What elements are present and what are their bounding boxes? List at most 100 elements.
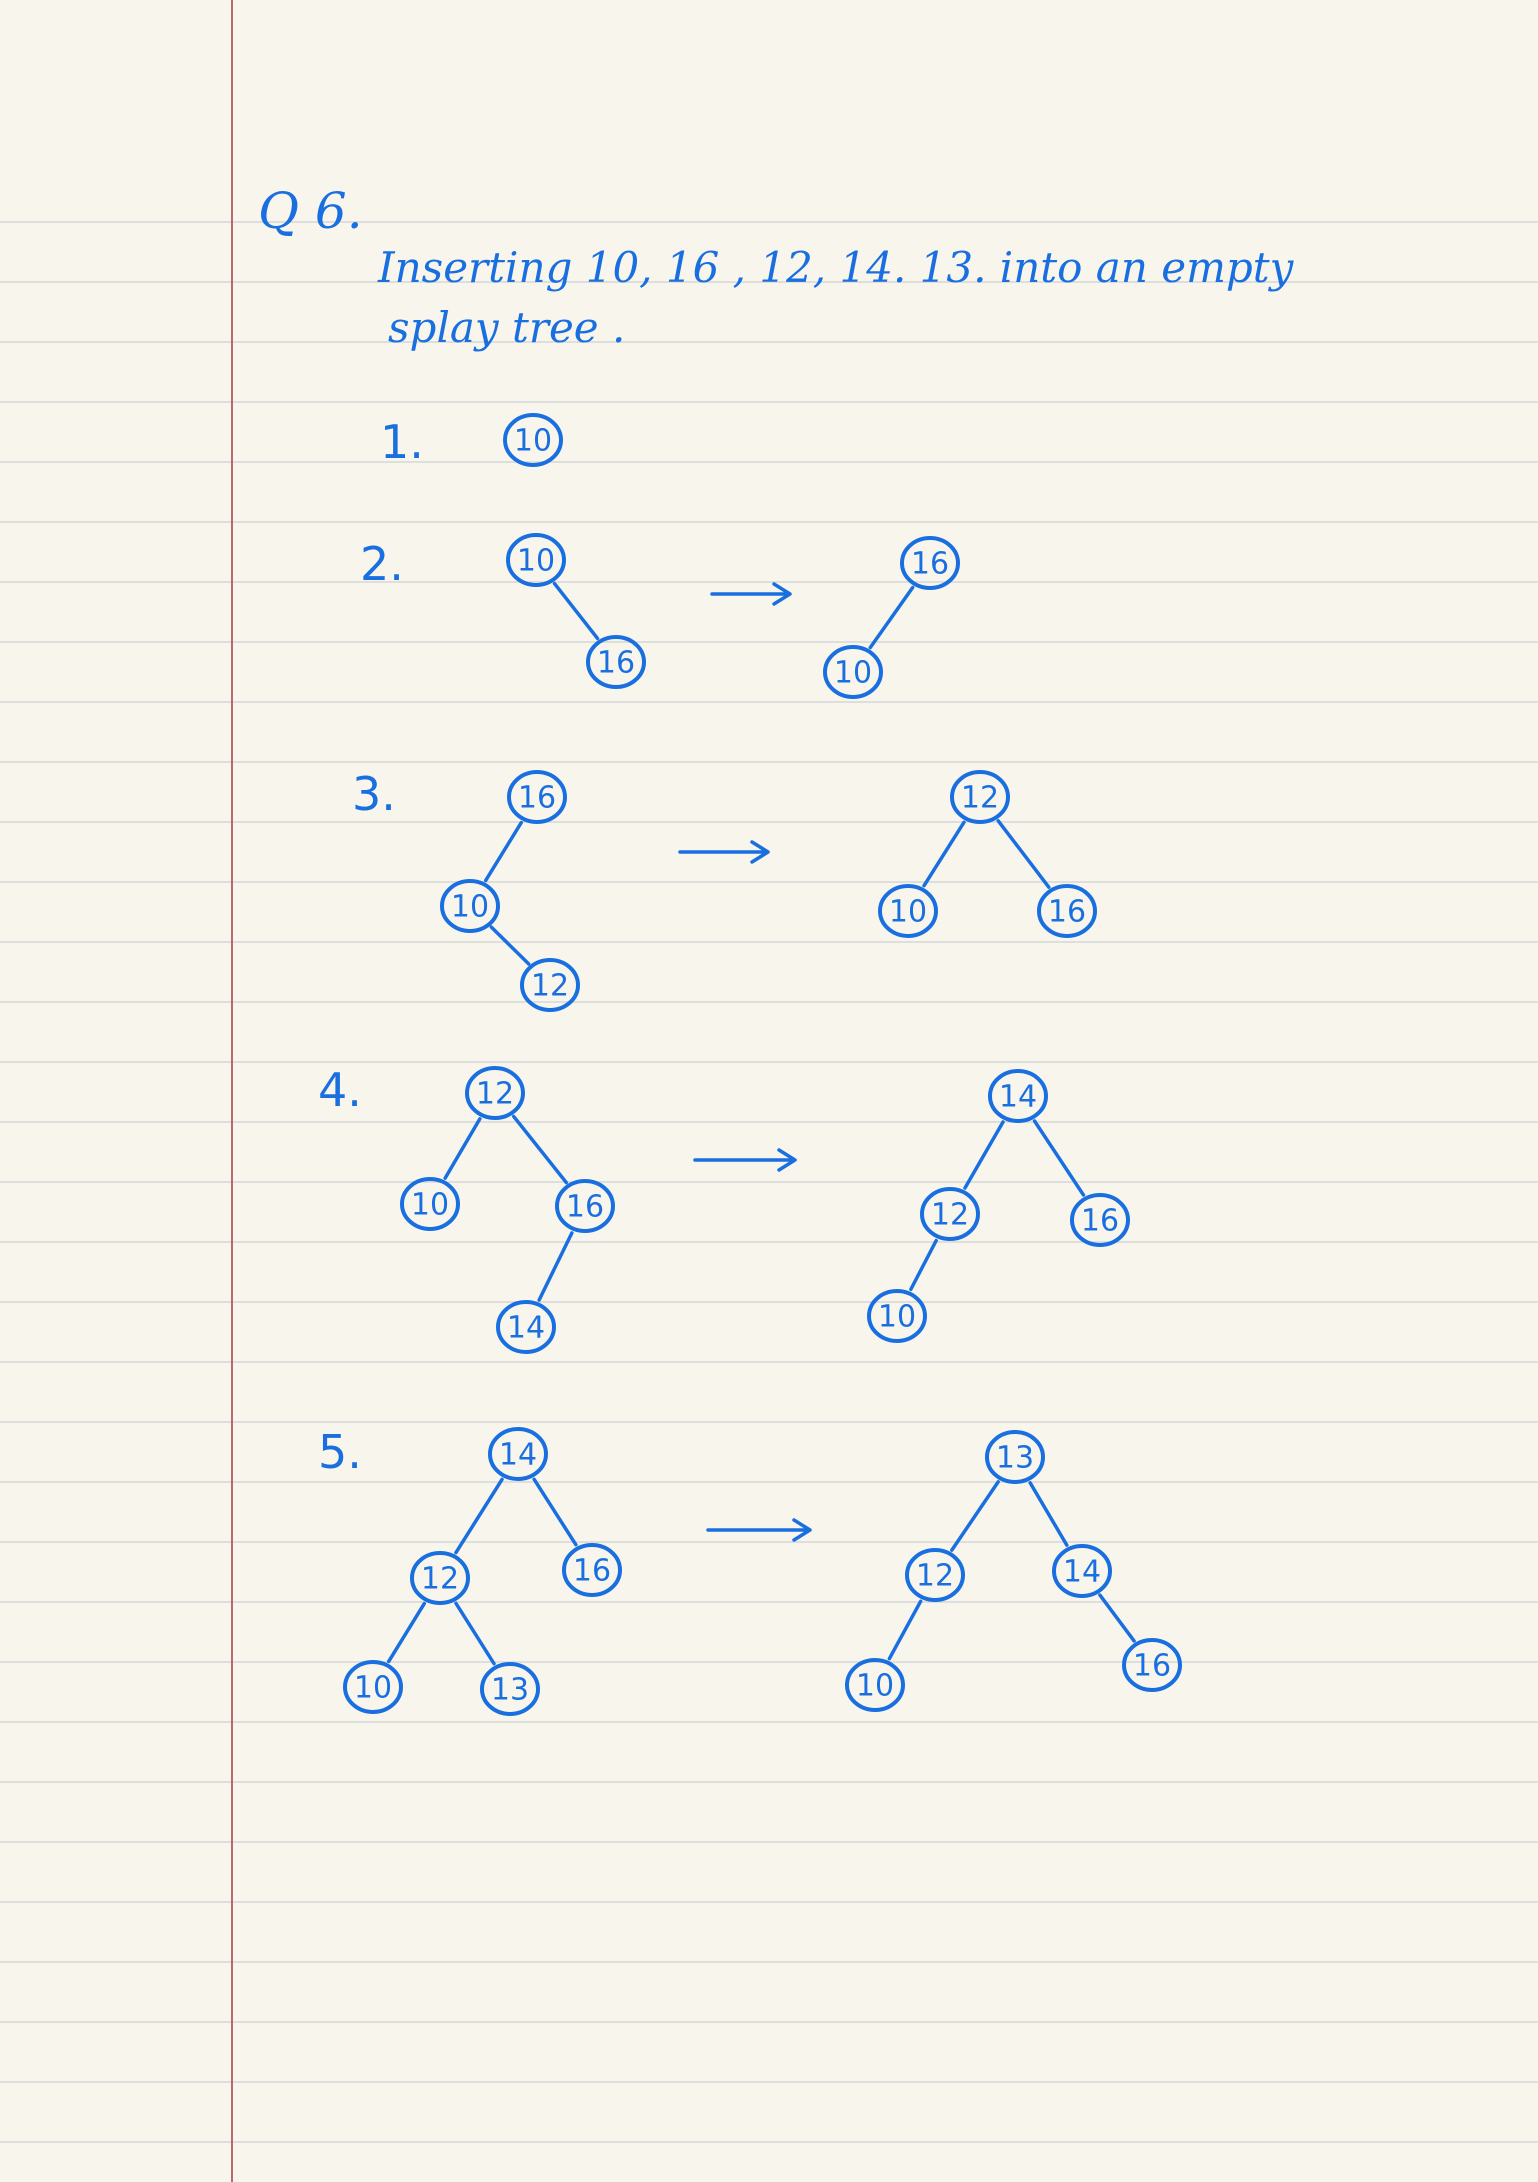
tree-node: 12 bbox=[950, 770, 1010, 824]
tree-edge bbox=[489, 925, 531, 966]
node-value: 14 bbox=[499, 1438, 537, 1473]
tree-node: 14 bbox=[496, 1300, 556, 1354]
node-value: 10 bbox=[834, 656, 872, 691]
node-value: 16 bbox=[911, 547, 949, 582]
node-value: 12 bbox=[421, 1562, 459, 1597]
node-value: 12 bbox=[531, 969, 569, 1004]
tree-node: 16 bbox=[507, 770, 567, 824]
node-value: 13 bbox=[996, 1441, 1034, 1476]
tree-node: 13 bbox=[985, 1430, 1045, 1484]
step-label: 4. bbox=[318, 1063, 362, 1117]
prompt-line-1: Inserting 10, 16 , 12, 14. 13. into an e… bbox=[377, 243, 1295, 292]
step-label: 5. bbox=[318, 1425, 362, 1479]
tree-node: 10 bbox=[343, 1660, 403, 1714]
node-value: 10 bbox=[411, 1188, 449, 1223]
tree-node: 10 bbox=[867, 1289, 927, 1343]
node-circle bbox=[520, 958, 580, 1012]
tree-node: 16 bbox=[555, 1179, 615, 1233]
tree-edge bbox=[532, 1477, 578, 1547]
node-circle bbox=[488, 1427, 548, 1481]
step-1: 1.10 bbox=[380, 413, 563, 469]
tree-edge bbox=[454, 1477, 504, 1555]
tree-node: 16 bbox=[1070, 1193, 1130, 1247]
node-circle bbox=[988, 1069, 1048, 1123]
before-tree: 10 16 bbox=[506, 533, 646, 689]
tree-edge bbox=[537, 1231, 574, 1302]
ruled-lines bbox=[0, 221, 1538, 2143]
node-circle bbox=[985, 1430, 1045, 1484]
step-label: 1. bbox=[380, 415, 424, 469]
node-value: 16 bbox=[518, 781, 556, 816]
node-value: 10 bbox=[889, 895, 927, 930]
after-tree: 12 10 16 bbox=[878, 770, 1097, 938]
tree-node: 10 bbox=[506, 533, 566, 587]
node-value: 12 bbox=[916, 1559, 954, 1594]
tree-node: 12 bbox=[465, 1066, 525, 1120]
node-value: 13 bbox=[491, 1673, 529, 1708]
tree-edge bbox=[552, 581, 600, 641]
node-circle bbox=[845, 1658, 905, 1712]
before-tree: 14 12 16 10 13 bbox=[343, 1427, 622, 1716]
node-circle bbox=[586, 635, 646, 689]
node-circle bbox=[503, 413, 563, 467]
node-circle bbox=[1070, 1193, 1130, 1247]
tree-edge bbox=[443, 1117, 482, 1180]
node-value: 16 bbox=[1133, 1649, 1171, 1684]
tree-node: 12 bbox=[905, 1548, 965, 1602]
node-circle bbox=[1122, 1638, 1182, 1692]
tree-edge bbox=[950, 1480, 1000, 1552]
before-tree: 16 10 12 bbox=[440, 770, 580, 1012]
tree-node: 14 bbox=[1052, 1544, 1112, 1598]
prompt-line-2: splay tree . bbox=[388, 303, 625, 352]
after-tree: 13 12 14 10 16 bbox=[845, 1430, 1182, 1712]
node-value: 10 bbox=[354, 1671, 392, 1706]
after-tree: 14 12 16 10 bbox=[867, 1069, 1130, 1343]
tree-node: 14 bbox=[488, 1427, 548, 1481]
node-circle bbox=[823, 645, 883, 699]
node-value: 10 bbox=[878, 1300, 916, 1335]
tree-edge bbox=[887, 1599, 923, 1661]
node-value: 12 bbox=[931, 1198, 969, 1233]
node-value: 14 bbox=[999, 1080, 1037, 1115]
tree-node: 10 bbox=[845, 1658, 905, 1712]
question-heading: Q 6. bbox=[258, 182, 363, 240]
tree-edge bbox=[909, 1238, 938, 1292]
node-value: 10 bbox=[517, 544, 555, 579]
node-circle bbox=[1052, 1544, 1112, 1598]
node-circle bbox=[878, 884, 938, 938]
tree-edge bbox=[483, 820, 524, 883]
tree-node: 16 bbox=[586, 635, 646, 689]
node-circle bbox=[1037, 884, 1097, 938]
node-circle bbox=[562, 1543, 622, 1597]
transform-arrow bbox=[678, 840, 770, 864]
node-value: 12 bbox=[961, 781, 999, 816]
tree-node: 16 bbox=[900, 536, 960, 590]
tree-node: 12 bbox=[520, 958, 580, 1012]
transform-arrow bbox=[693, 1148, 797, 1172]
tree-node: 16 bbox=[562, 1543, 622, 1597]
node-circle bbox=[950, 770, 1010, 824]
before-tree: 12 10 16 14 bbox=[400, 1066, 615, 1354]
tree-edge bbox=[1098, 1593, 1136, 1643]
step-label: 3. bbox=[352, 767, 396, 821]
node-value: 16 bbox=[1081, 1204, 1119, 1239]
tree-edge bbox=[868, 585, 915, 650]
node-circle bbox=[507, 770, 567, 824]
node-circle bbox=[410, 1551, 470, 1605]
tree-edge bbox=[1028, 1481, 1069, 1547]
node-circle bbox=[900, 536, 960, 590]
node-value: 10 bbox=[856, 1669, 894, 1704]
transform-arrow bbox=[710, 582, 792, 606]
tree-node: 10 bbox=[823, 645, 883, 699]
node-circle bbox=[465, 1066, 525, 1120]
node-value: 16 bbox=[1048, 895, 1086, 930]
tree-node: 10 bbox=[440, 879, 500, 933]
node-circle bbox=[343, 1660, 403, 1714]
node-circle bbox=[440, 879, 500, 933]
node-circle bbox=[920, 1187, 980, 1241]
tree-node: 10 bbox=[878, 884, 938, 938]
